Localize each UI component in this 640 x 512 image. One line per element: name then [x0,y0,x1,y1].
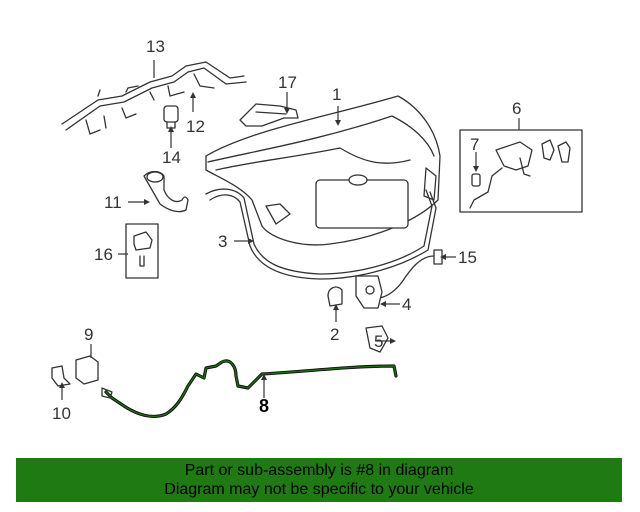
callout-15: 15 [458,248,477,267]
callout-6: 6 [512,99,521,118]
banner-line-disclaimer: Diagram may not be specific to your vehi… [164,481,474,498]
callout-4: 4 [402,295,411,314]
part-10-clip[interactable] [51,365,71,387]
part-14-clip[interactable] [163,105,179,129]
callout-2: 2 [330,325,339,344]
part-9-bracket[interactable] [75,355,99,385]
callout-14: 14 [162,148,181,167]
callout-13: 13 [146,37,165,56]
callout-8: 8 [259,396,269,416]
part-15-connector[interactable] [379,249,443,299]
callout-7: 7 [470,135,479,154]
part-6-lock-set[interactable] [459,129,583,213]
callout-9: 9 [84,325,93,344]
info-banner: Part or sub-assembly is #8 in diagram Di… [16,458,622,502]
part-3-weatherstrip[interactable] [205,188,437,280]
callout-5: 5 [374,332,383,351]
callout-17: 17 [278,73,297,92]
callout-1: 1 [332,85,341,104]
part-2-cover[interactable] [327,286,343,307]
callout-16: 16 [94,245,113,264]
callout-10: 10 [52,404,71,423]
part-5-striker[interactable] [365,325,389,353]
part-16-bumper[interactable] [125,223,159,279]
banner-line-part: Part or sub-assembly is #8 in diagram [184,462,454,479]
part-4-latch[interactable] [355,275,383,309]
callout-12: 12 [186,117,205,136]
callout-3: 3 [218,232,227,251]
part-8-release-cable[interactable] [101,359,398,419]
part-13-wire-harness[interactable] [61,61,247,135]
part-17-garnish[interactable] [239,103,299,127]
part-1-trunk-lid[interactable] [205,95,441,246]
callout-11: 11 [104,193,122,212]
part-11-hinge[interactable] [143,170,189,213]
